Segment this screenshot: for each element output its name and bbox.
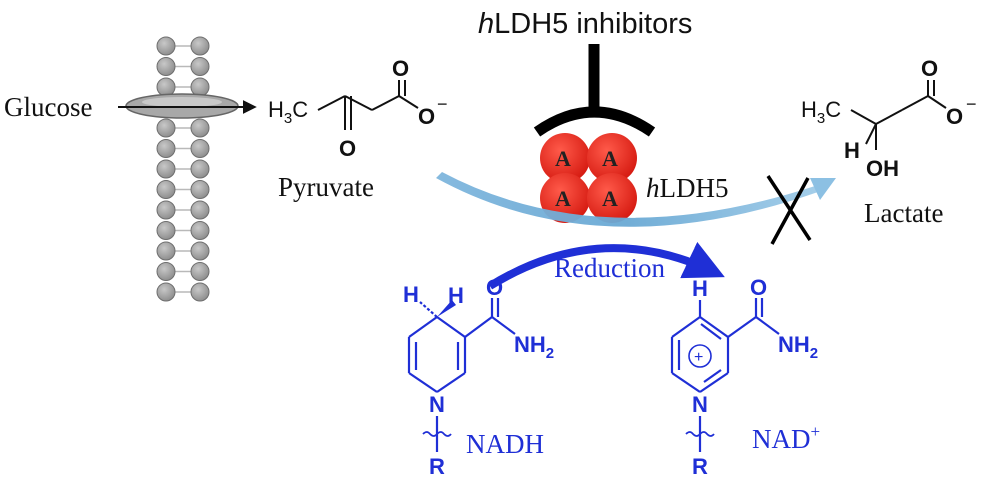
svg-text:O: O	[946, 104, 963, 129]
svg-text:−: −	[437, 94, 448, 114]
svg-text:N: N	[429, 392, 445, 417]
lipid-head	[190, 36, 210, 56]
svg-text:O: O	[339, 136, 356, 161]
svg-text:H: H	[403, 282, 419, 307]
lipid-head	[156, 159, 176, 179]
lipid-head	[156, 118, 176, 138]
svg-text:H: H	[448, 283, 464, 308]
svg-text:O: O	[750, 275, 767, 300]
blocked-cross	[766, 175, 812, 245]
svg-text:NH2: NH2	[514, 332, 554, 362]
inhibitor-label: hLDH5 inhibitors	[478, 8, 692, 40]
enzyme-label: hLDH5	[646, 173, 729, 203]
svg-text:+: +	[694, 349, 703, 366]
lactate-structure: H3C O O − H OH	[801, 56, 977, 181]
nadh-label: NADH	[466, 429, 544, 459]
lipid-head	[156, 241, 176, 261]
pyruvate-label: Pyruvate	[278, 172, 374, 202]
lipid-head	[190, 262, 210, 281]
lipid-head	[190, 118, 210, 138]
lipid-head	[156, 180, 176, 199]
svg-text:O: O	[392, 56, 409, 81]
svg-text:A: A	[555, 186, 571, 211]
lipid-head	[156, 36, 176, 56]
svg-text:O: O	[418, 104, 435, 129]
svg-text:A: A	[602, 146, 618, 171]
lipid-head	[156, 262, 176, 281]
lipid-head	[156, 200, 176, 220]
svg-text:R: R	[692, 454, 708, 479]
svg-text:A: A	[602, 186, 618, 211]
lipid-head	[190, 180, 210, 199]
lipid-head	[156, 57, 176, 76]
nad-label: NAD+	[752, 422, 820, 454]
svg-text:H3C: H3C	[268, 97, 308, 127]
cell-membrane-bilayer	[156, 36, 210, 302]
svg-text:A: A	[555, 146, 571, 171]
svg-text:−: −	[966, 94, 977, 114]
lipid-head	[156, 221, 176, 240]
lipid-head	[190, 139, 210, 158]
lipid-head	[156, 77, 176, 97]
svg-text:H3C: H3C	[801, 97, 841, 127]
nad-structure: + H O NH2 N R	[670, 275, 818, 479]
inhibition-symbol	[533, 44, 656, 137]
lipid-head	[156, 139, 176, 158]
svg-text:O: O	[486, 275, 503, 300]
lipid-head	[190, 282, 210, 302]
svg-text:NH2: NH2	[778, 332, 818, 362]
reduction-label: Reduction	[554, 253, 665, 283]
svg-text:H: H	[844, 138, 860, 163]
svg-text:N: N	[692, 392, 708, 417]
lipid-head	[190, 200, 210, 220]
hldh5-tetramer: A A A A	[540, 133, 637, 223]
svg-text:H: H	[692, 276, 708, 301]
pyruvate-structure: H3C O O O −	[268, 56, 448, 161]
lipid-head	[190, 221, 210, 240]
lipid-head	[190, 77, 210, 97]
svg-text:R: R	[429, 454, 445, 479]
conversion-arrow	[436, 172, 836, 227]
lipid-head	[190, 159, 210, 179]
nadh-structure: H H O NH2 N R	[403, 275, 554, 479]
reduction-arrow	[487, 241, 725, 290]
glucose-label: Glucose	[4, 92, 92, 122]
lipid-head	[190, 57, 210, 76]
svg-text:O: O	[921, 56, 938, 81]
lipid-head	[156, 282, 176, 302]
lipid-head	[190, 241, 210, 261]
lactate-label: Lactate	[864, 198, 943, 228]
svg-text:OH: OH	[866, 156, 899, 181]
